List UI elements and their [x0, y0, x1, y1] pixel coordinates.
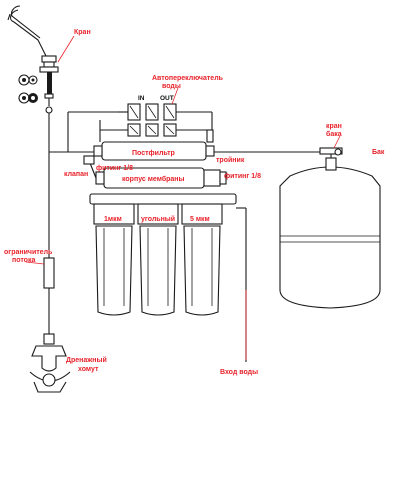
tee-fitting	[206, 112, 330, 153]
flow-limiter-label-line1: ограничитель	[4, 249, 53, 256]
filter-3-label: 5 мкм	[190, 216, 210, 223]
filter-1-label: 1мкм	[104, 216, 122, 223]
postfilter	[67, 112, 215, 161]
valve-label: клапан	[64, 171, 88, 178]
auto-switch-label-line2: воды	[162, 83, 181, 90]
auto-switch-label-line1: Автопереключатель	[152, 75, 224, 82]
valve	[83, 155, 95, 165]
tank	[279, 147, 381, 309]
fitting-right-label: фитинг 1/8	[224, 173, 261, 180]
fitting-left-label: фитинг 1/8	[96, 165, 133, 172]
membrane-housing-label: корпус мембраны	[122, 175, 185, 183]
tee-label: тройник	[216, 156, 245, 164]
drain-clamp-label-line2: хомут	[78, 366, 99, 373]
tank-label: Бак	[372, 149, 385, 156]
washers-icon	[18, 74, 38, 104]
flow-limiter-label-line2: потока	[12, 257, 35, 264]
filter-2-label: угольный	[141, 215, 175, 223]
drain-clamp-icon	[29, 333, 71, 393]
tank-valve-label-line2: бака	[326, 130, 342, 138]
faucet-label: Кран	[74, 29, 91, 36]
flow-limiter	[25, 158, 55, 334]
in-label: IN	[138, 95, 145, 102]
membrane-housing	[87, 157, 227, 189]
out-label: OUT	[160, 95, 174, 102]
auto-switch	[68, 103, 212, 137]
tank-valve-label-line1: кран	[326, 123, 342, 130]
filter-housings	[89, 193, 246, 316]
postfilter-label: Постфильтр	[132, 150, 175, 157]
drain-clamp-label-line1: Дренажный	[66, 356, 107, 364]
water-inlet-label: Вход воды	[220, 369, 258, 376]
